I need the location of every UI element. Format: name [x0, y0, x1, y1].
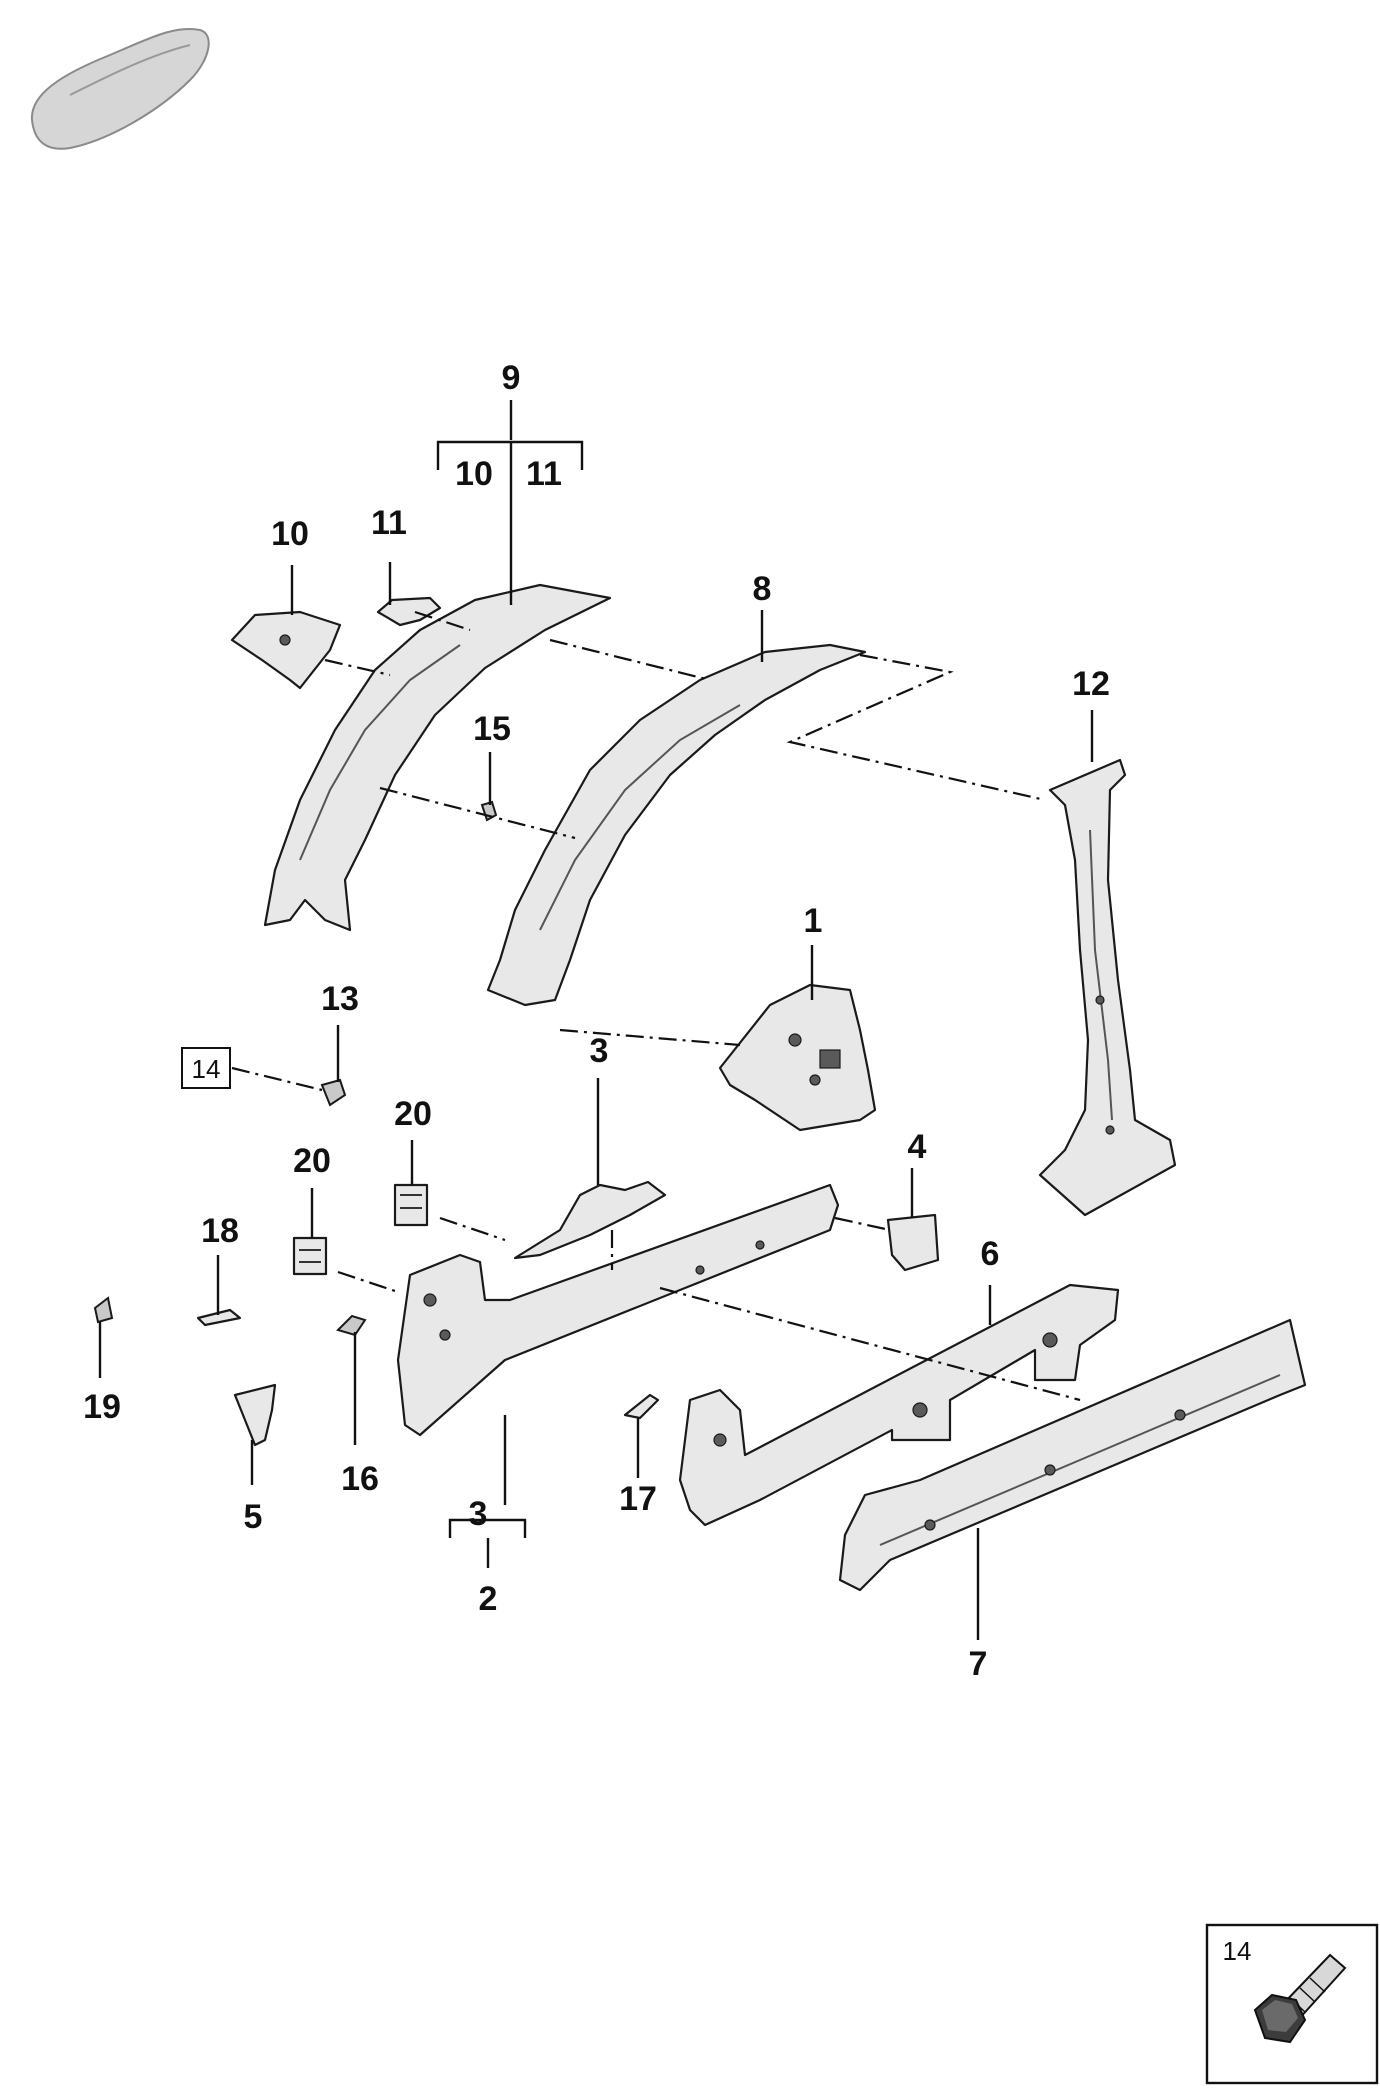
part-8-outer-a-pillar	[486, 643, 867, 1007]
callout-14-box: 14	[181, 1047, 231, 1089]
callout-8: 8	[753, 570, 772, 608]
part-11-clip	[376, 596, 442, 627]
part-3-upper-gusset	[513, 1180, 667, 1260]
callout-5: 5	[244, 1498, 263, 1536]
part-18-clip	[196, 1308, 242, 1327]
part-12-b-pillar	[1038, 758, 1177, 1217]
callout-9-sub-11: 11	[526, 455, 562, 493]
part-13-bolt	[320, 1078, 347, 1107]
part-5-bracket	[233, 1383, 277, 1447]
callout-1: 1	[804, 902, 823, 940]
callout-2: 2	[479, 1580, 498, 1618]
callout-16: 16	[341, 1460, 379, 1498]
callout-3-bottom: 3	[469, 1495, 488, 1533]
leader-lines	[98, 400, 1094, 1640]
part-9-inner-a-pillar	[263, 583, 612, 932]
callout-18: 18	[201, 1212, 239, 1250]
legend-label: 14	[1223, 1936, 1252, 1966]
hex-bolt-icon	[1253, 1953, 1347, 2044]
part-2-sill-inner	[396, 1183, 840, 1437]
callout-3-top: 3	[590, 1032, 609, 1070]
callout-15: 15	[473, 710, 511, 748]
callout-4: 4	[908, 1128, 927, 1166]
callout-9-sub-10: 10	[455, 455, 493, 493]
callout-17: 17	[619, 1480, 657, 1518]
car-body-icon	[30, 28, 210, 150]
callout-6: 6	[981, 1235, 1000, 1273]
callout-11: 11	[371, 504, 407, 542]
part-20-plate-b	[292, 1236, 328, 1276]
callout-14: 14	[192, 1054, 221, 1084]
legend-box-14: 14	[1205, 1923, 1379, 2085]
part-10-bracket	[230, 610, 342, 690]
part-20-plate-a	[393, 1183, 429, 1227]
callout-19: 19	[83, 1388, 121, 1426]
part-6-sill-reinforcement	[678, 1283, 1120, 1527]
assembly-lines	[231, 610, 1081, 1402]
part-1-bracket	[718, 983, 877, 1132]
part-4-bracket	[886, 1213, 940, 1272]
callout-7: 7	[969, 1645, 988, 1683]
callout-12: 12	[1072, 665, 1110, 703]
callout-9: 9	[502, 359, 521, 397]
part-7-outer-sill	[838, 1318, 1307, 1592]
callout-10: 10	[271, 515, 309, 553]
part-19-clip	[93, 1296, 114, 1324]
callout-20-b: 20	[293, 1142, 331, 1180]
part-16-clip	[336, 1314, 367, 1337]
callout-labels: 9 10 11 10 11 8 12 15 1 13 3 20 20 4 6 1…	[83, 359, 1110, 1683]
part-17-clip	[623, 1393, 660, 1420]
callout-20-a: 20	[394, 1095, 432, 1133]
callout-13: 13	[321, 980, 359, 1018]
